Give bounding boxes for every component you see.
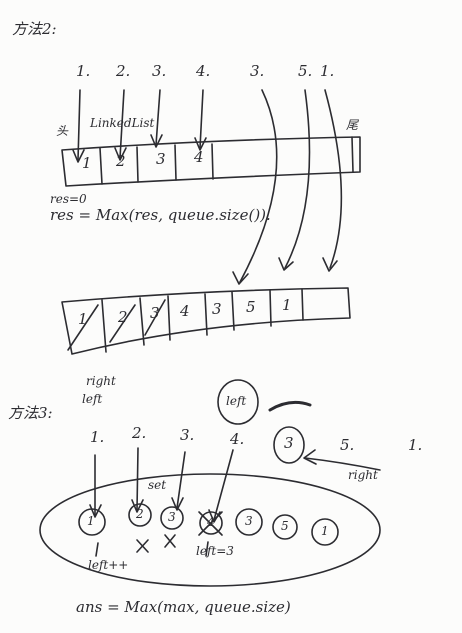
tail-label: 尾: [346, 118, 359, 132]
set-item-7: 1: [321, 524, 329, 538]
queue-cell-2: 2: [116, 152, 126, 170]
top-number-6: 5.: [298, 62, 313, 80]
linkedlist-box: [61, 136, 361, 187]
top-number-1: 1.: [76, 62, 91, 80]
queue-cell-1: 1: [82, 154, 92, 172]
queue-cell-4: 4: [194, 148, 204, 166]
structure-label: LinkedList: [90, 116, 155, 130]
queue2-cell-7: 1: [282, 296, 292, 314]
left-label: left: [82, 392, 103, 406]
m3-number-2: 2.: [132, 424, 147, 442]
arrow-1-head: [72, 149, 85, 163]
left-circle: [217, 379, 259, 425]
arrow-2-head: [114, 147, 127, 161]
m3-number-3: 3.: [180, 426, 195, 444]
left-eq-label: left=3: [196, 544, 234, 558]
top-number-7: 1.: [320, 62, 335, 80]
queue2-cell-3: 3: [150, 304, 160, 322]
ans-formula: ans = Max(max, queue.size): [76, 598, 291, 616]
m3-number-7: 1.: [408, 436, 423, 454]
res-init: res=0: [50, 192, 87, 206]
queue2-cell-2: 2: [118, 308, 128, 326]
left-circle-label: left: [226, 394, 247, 408]
set-item-1: 1: [87, 514, 95, 528]
arrow-1b: [324, 89, 343, 269]
heading-method-2: 方法2:: [12, 20, 57, 38]
set-item-3: 3: [168, 510, 176, 524]
circled-3: [273, 426, 305, 464]
m3-number-1: 1.: [90, 428, 105, 446]
arrow-3-circle: [239, 89, 278, 283]
set-item-6: 5: [281, 519, 289, 533]
right-label-2: right: [348, 468, 378, 482]
set-ellipse: [39, 473, 381, 587]
queue2-cell-6: 5: [246, 298, 256, 316]
set-label: set: [148, 478, 167, 492]
queue2-cell-4: 4: [180, 302, 190, 320]
arrow-3: [155, 89, 161, 146]
arrow-5: [284, 89, 311, 269]
top-number-4: 4.: [196, 62, 211, 80]
m3-number-5: 3: [284, 434, 294, 452]
top-number-2: 2.: [116, 62, 131, 80]
queue2-cell-1: 1: [78, 310, 88, 328]
heading-method-3: 方法3:: [8, 404, 53, 422]
left-plus-label: left++: [88, 558, 129, 572]
arrow-4: [199, 89, 204, 149]
right-label: right: [86, 374, 116, 388]
set-item-5: 3: [245, 514, 253, 528]
set-item-4: 4: [207, 515, 215, 529]
queue2-cell-5: 3: [212, 300, 222, 318]
top-number-5: 3.: [250, 62, 265, 80]
queue-cell-3: 3: [156, 150, 166, 168]
head-label: 头: [56, 124, 69, 138]
m3-number-4: 4.: [230, 430, 245, 448]
arrow-3-head: [150, 134, 163, 148]
top-number-3: 3.: [152, 62, 167, 80]
m3-number-6: 5.: [340, 436, 355, 454]
set-item-2: 2: [136, 507, 144, 521]
res-formula: res = Max(res, queue.size()).: [50, 206, 271, 224]
